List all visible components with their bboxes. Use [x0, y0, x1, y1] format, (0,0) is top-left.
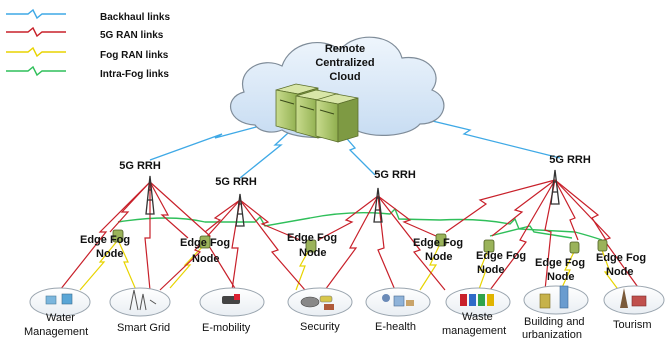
ran-link [149, 181, 237, 291]
app-label-line1: Tourism [613, 319, 652, 331]
legend-intra-fog-swatch [6, 65, 66, 77]
intra-fog-link [439, 217, 603, 241]
fog-node-label-line1-alt: Edge Fog [596, 252, 646, 264]
legend-ran-swatch [6, 26, 66, 38]
ran-link [377, 195, 437, 237]
app-e-health: E-health [365, 287, 431, 333]
ran-link [144, 182, 151, 291]
backhaul-link [149, 117, 291, 161]
legend-fog-ran-swatch [6, 46, 66, 58]
legend-ran-label: 5G RAN links [100, 30, 164, 41]
edge-fog-node: Edge Fog Node [80, 229, 130, 260]
app-tourism: Tourism [603, 285, 665, 331]
fog-ran-link [419, 243, 441, 291]
ran-link [239, 199, 301, 241]
app-security: Security [287, 287, 353, 333]
app-label-line1: Smart Grid [117, 322, 170, 334]
rrh-label: 5G RRH [215, 176, 257, 188]
fog-ran-link [79, 239, 119, 291]
ran-link [554, 179, 641, 291]
ran-link [149, 181, 189, 239]
legend-backhaul-swatch [6, 8, 66, 20]
intra-fog-link [489, 225, 573, 239]
fog-ran-link [559, 249, 576, 293]
rrh-tower: 5G RRH [373, 169, 416, 223]
edge-fog-node: Edge Fog Node [180, 235, 230, 265]
rrh-label: 5G RRH [374, 169, 416, 181]
fog-node-label-line2: Node [477, 264, 505, 276]
ran-links [59, 179, 641, 291]
app-building-urbanization: Building and urbanization [522, 285, 589, 339]
fog-ran-link [295, 247, 311, 291]
rrh-tower: 5G RRH [119, 160, 161, 215]
app-label-line2: urbanization [522, 329, 582, 339]
edge-fog-node: Edge Fog Node [476, 239, 526, 276]
fog-node-label-line2: Node [425, 251, 453, 263]
rrh-label: 5G RRH [549, 154, 591, 166]
legend-fog-ran-label: Fog RAN links [100, 50, 169, 61]
ran-link [59, 181, 151, 291]
ran-link [159, 199, 241, 291]
legend-backhaul-label: Backhaul links [100, 12, 170, 23]
ran-link [317, 195, 379, 241]
fog-node-label-line1: Edge Fog [287, 232, 337, 244]
fog-ran-link [477, 249, 489, 293]
app-label-line1: Building and [524, 316, 585, 328]
fog-node-label-line2: Node [192, 253, 220, 265]
ran-link [554, 179, 607, 241]
ran-link [491, 179, 556, 237]
fog-ran-link [117, 239, 137, 291]
app-smart-grid: Smart Grid [109, 287, 171, 334]
cloud-title-line1: Remote [325, 43, 365, 55]
fog-node-label-line2-alt: Node [606, 266, 634, 278]
fog-ran-link [169, 243, 206, 289]
fog-node-label-line1: Edge Fog [180, 237, 230, 249]
fog-ran-link [601, 249, 621, 293]
cloud-title-line3: Cloud [329, 71, 360, 83]
fog-node-label-line2: Node [96, 248, 124, 260]
fog-node-label-line1: Edge Fog [80, 234, 130, 246]
rrh-tower: 5G RRH [549, 154, 591, 205]
rrh-tower: 5G RRH [215, 176, 257, 227]
remote-cloud: Remote Centralized Cloud [230, 36, 445, 143]
ran-link [489, 179, 556, 291]
app-label-line1: Waste [462, 311, 493, 323]
app-label-line1: E-mobility [202, 322, 251, 334]
ran-link [554, 179, 579, 241]
legend: Backhaul links 5G RAN links Fog RAN link… [6, 8, 170, 80]
app-label-line1: Security [300, 321, 340, 333]
app-water-management: Water Management [24, 287, 91, 338]
edge-fog-node: Edge Fog Node Edge Fog Node [535, 239, 646, 283]
app-label-line1: E-health [375, 321, 416, 333]
ran-link [544, 179, 556, 291]
legend-intra-fog-label: Intra-Fog links [100, 69, 169, 80]
app-label-line2: management [442, 325, 506, 337]
fog-node-label-line1: Edge Fog [413, 237, 463, 249]
ran-link [324, 195, 379, 291]
fog-node-label-line2: Node [547, 271, 575, 283]
app-waste-management: Waste management [442, 287, 511, 337]
ran-link [445, 179, 556, 233]
intra-fog-links [117, 207, 603, 241]
intra-fog-link [309, 207, 441, 221]
fog-node-label-line1: Edge Fog [476, 250, 526, 262]
app-label-line2: Management [24, 326, 88, 338]
ran-link [109, 181, 151, 233]
fog-node-label-line1: Edge Fog [535, 257, 585, 269]
rrh-label: 5G RRH [119, 160, 161, 172]
ran-link [239, 199, 306, 291]
intra-fog-link [117, 215, 311, 227]
app-e-mobility: E-mobility [199, 287, 265, 334]
fog-node-label-line2: Node [299, 247, 327, 259]
server-rack [275, 83, 359, 143]
ran-link [204, 199, 241, 233]
fog-ran-links [79, 239, 621, 293]
cloud-title-line2: Centralized [315, 57, 374, 69]
app-label-line1: Water [46, 312, 75, 324]
edge-fog-node: Edge Fog Node [413, 233, 463, 263]
ran-link [377, 195, 446, 291]
edge-fog-node: Edge Fog Node [287, 232, 337, 259]
